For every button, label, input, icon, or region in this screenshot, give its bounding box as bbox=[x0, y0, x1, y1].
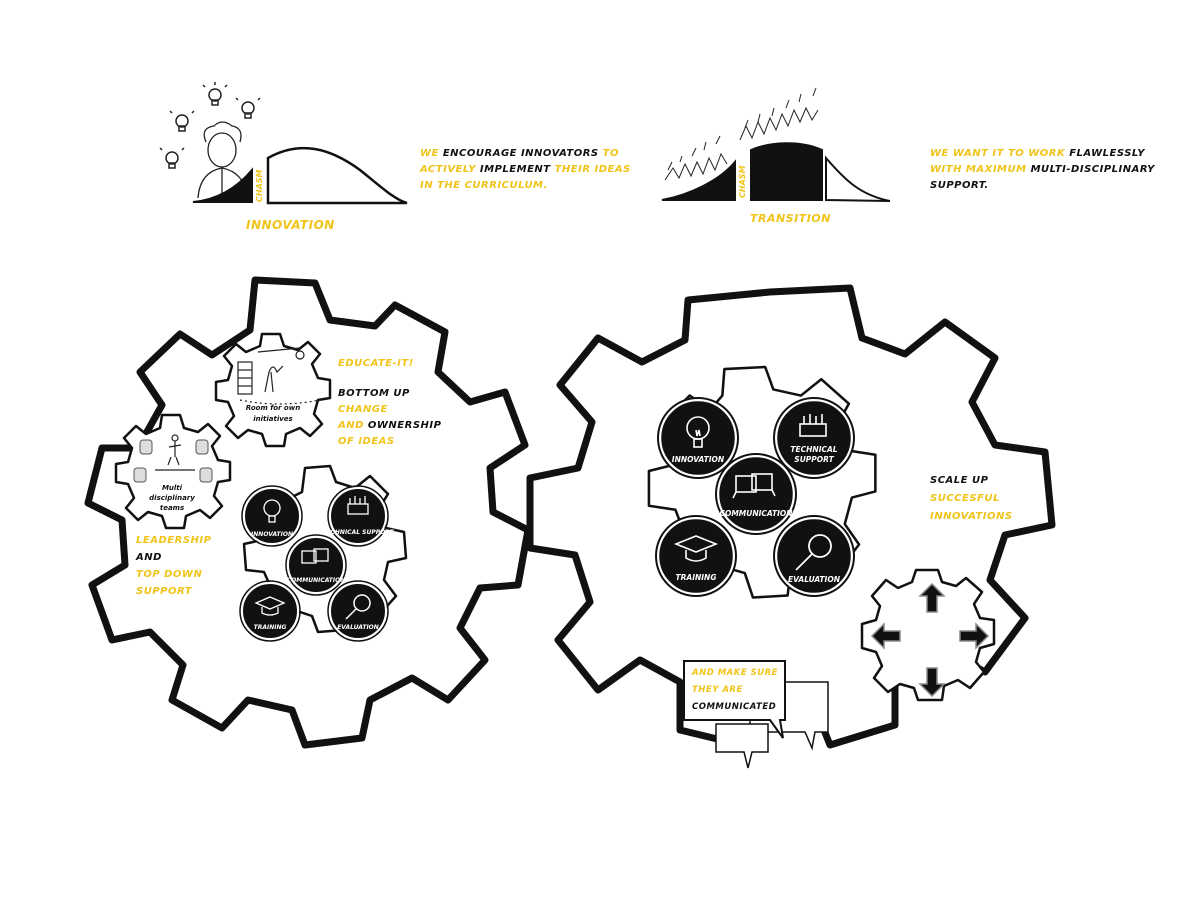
chasm-label-left: CHASM bbox=[255, 169, 264, 202]
svg-text:Training: Training bbox=[676, 573, 717, 582]
graduation-cap-icon bbox=[673, 535, 719, 562]
svg-text:Communication: Communication bbox=[719, 509, 793, 518]
right-icon-evaluation: Evaluation bbox=[773, 515, 855, 597]
transition-caption: We want it to work flawlessly with maxim… bbox=[930, 146, 1170, 194]
team-figure-icon bbox=[155, 434, 195, 471]
lightbulb-doodle-icon bbox=[159, 82, 261, 169]
graduation-cap-icon bbox=[254, 596, 286, 616]
right-icon-innovation: Innovation bbox=[657, 397, 739, 479]
transition-title: Transition bbox=[750, 212, 831, 225]
caption-line: with maximum multi-disciplinary bbox=[930, 164, 1155, 175]
early-adopter-ramp-right bbox=[661, 159, 736, 201]
gear-room-for-own-initiatives: Room for own initiatives bbox=[214, 332, 332, 448]
gear-multidisciplinary-teams: Multi disciplinary teams bbox=[114, 413, 232, 530]
majority-block bbox=[750, 142, 823, 201]
laggard-curve bbox=[825, 155, 891, 202]
right-icon-training: Training bbox=[655, 515, 737, 597]
gear-label-multi: Multi bbox=[162, 484, 183, 492]
crowd-figures-icon bbox=[664, 87, 819, 181]
arrow-right-icon bbox=[959, 622, 990, 650]
transition-adoption-curve: CHASM bbox=[661, 87, 891, 202]
right-icon-technical-support: Technical support bbox=[773, 397, 855, 479]
svg-text:Innovation: Innovation bbox=[251, 531, 293, 538]
chasm-label-right: CHASM bbox=[738, 165, 747, 198]
left-icon-communication: Communication bbox=[285, 534, 347, 596]
svg-text:Technical: Technical bbox=[790, 445, 837, 454]
toolbox-icon bbox=[799, 414, 827, 437]
speech-bubbles-icon bbox=[301, 548, 329, 564]
svg-text:Communication: Communication bbox=[287, 577, 346, 584]
svg-text:Evaluation: Evaluation bbox=[788, 575, 841, 584]
speech-bubbles-icon bbox=[732, 473, 776, 499]
caption-line: We want it to work flawlessly bbox=[930, 148, 1145, 159]
gear-label-disciplinary: disciplinary bbox=[149, 494, 195, 502]
innovation-adoption-curve: CHASM bbox=[159, 82, 408, 205]
svg-text:Innovation: Innovation bbox=[672, 455, 725, 464]
lightbulb-icon bbox=[686, 416, 710, 448]
arrow-left-icon bbox=[870, 622, 901, 650]
educate-it-text: Educate-it! Bottom up change and ownersh… bbox=[338, 358, 442, 447]
svg-text:Technical support: Technical support bbox=[322, 529, 394, 536]
bell-curve bbox=[266, 146, 408, 205]
speech-bubble-text: And make sure they are communicated bbox=[692, 668, 778, 712]
caption-line: in the curriculum. bbox=[420, 180, 548, 191]
gear-label-initiatives: initiatives bbox=[253, 415, 292, 423]
gear-label-teams: teams bbox=[160, 504, 184, 512]
lightbulb-icon bbox=[263, 499, 281, 523]
svg-text:Evaluation: Evaluation bbox=[337, 624, 379, 631]
left-icon-innovation: Innovation bbox=[241, 485, 303, 547]
silo-icons bbox=[133, 439, 213, 483]
innovation-title: Innovation bbox=[246, 218, 335, 232]
magnifier-icon bbox=[345, 594, 371, 620]
person-building-icon bbox=[237, 347, 321, 405]
gear-label-room: Room for own bbox=[246, 404, 300, 412]
speech-bubbles bbox=[683, 660, 829, 769]
early-adopter-ramp bbox=[192, 167, 253, 203]
caption-line: support. bbox=[930, 180, 989, 191]
magnifier-icon bbox=[795, 534, 832, 571]
caption-line: We encourage innovators to bbox=[420, 148, 619, 159]
toolbox-icon bbox=[347, 496, 369, 515]
leadership-text: Leadership and Top down support bbox=[136, 535, 212, 597]
svg-text:support: support bbox=[794, 455, 834, 464]
left-icon-technical-support: Technical support bbox=[322, 485, 395, 547]
arrows-gear bbox=[860, 568, 996, 702]
innovation-caption: We encourage innovators to actively impl… bbox=[420, 146, 640, 194]
scale-up-text: Scale up Succesful innovations bbox=[930, 475, 1013, 522]
left-icon-training: Training bbox=[239, 580, 301, 642]
left-icon-evaluation: Evaluation bbox=[327, 580, 389, 642]
arrow-down-icon bbox=[918, 667, 946, 698]
right-icon-communication: Communication bbox=[715, 453, 797, 535]
arrow-up-icon bbox=[918, 582, 946, 613]
caption-line: actively implement their ideas bbox=[420, 164, 631, 175]
svg-text:Training: Training bbox=[254, 624, 287, 631]
